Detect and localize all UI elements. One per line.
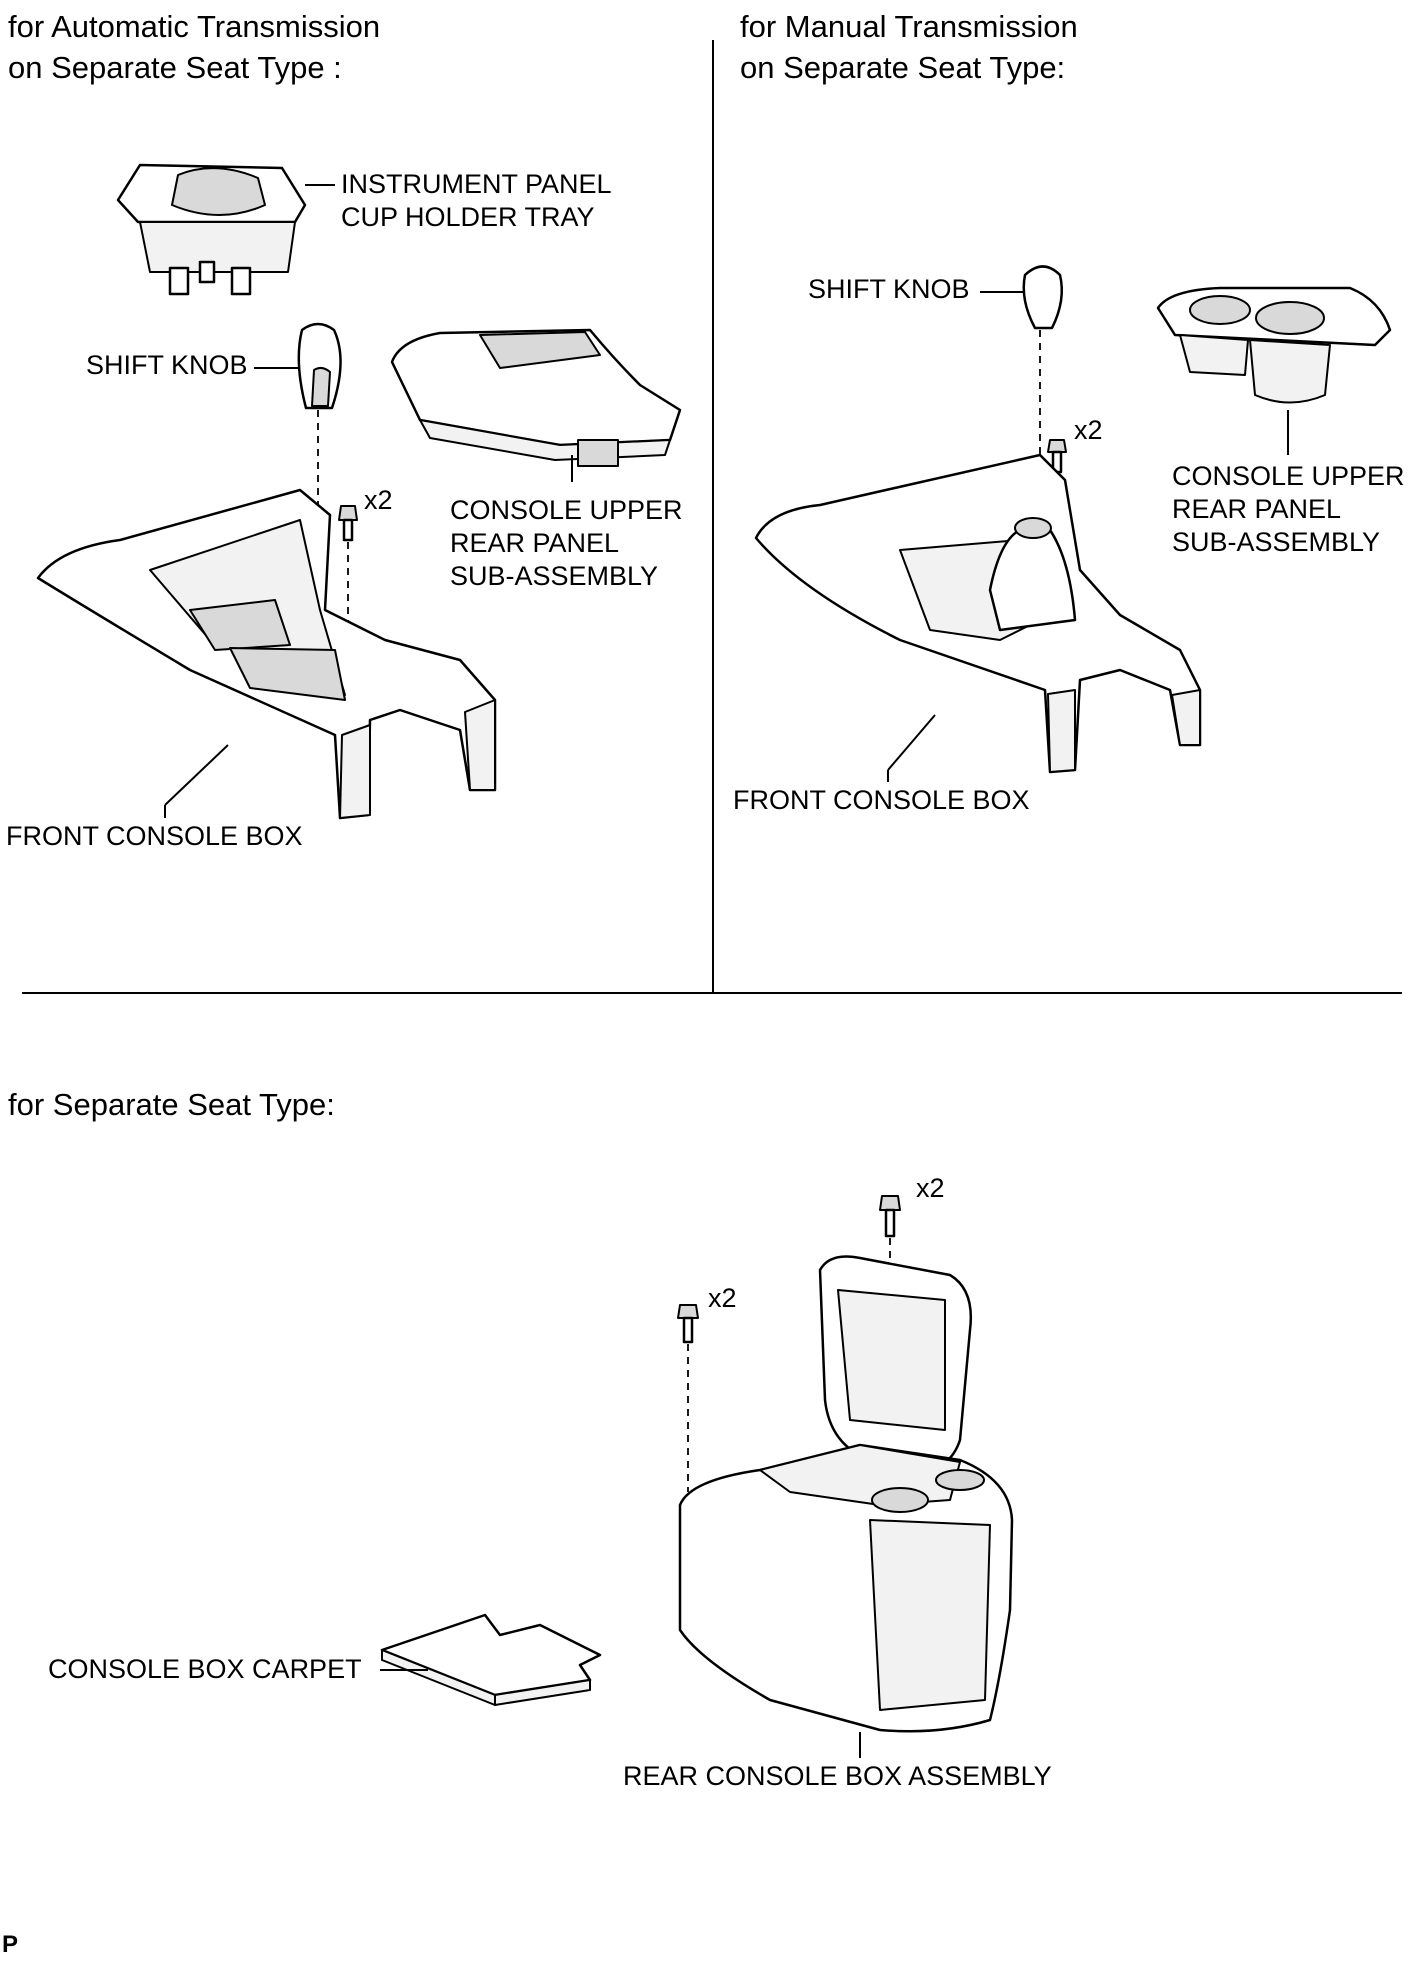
mt-front-box-label: FRONT CONSOLE BOX — [733, 785, 1030, 815]
rear-qty-left-label: x2 — [708, 1283, 737, 1313]
mt-upper-panel-label-2: REAR PANEL — [1172, 494, 1342, 524]
at-cup-holder-label-1: INSTRUMENT PANEL — [341, 169, 612, 199]
mt-upper-panel-label-3: SUB-ASSEMBLY — [1172, 527, 1381, 557]
at-shift-knob-label: SHIFT KNOB — [86, 350, 248, 380]
rear-box-label: REAR CONSOLE BOX ASSEMBLY — [623, 1761, 1052, 1791]
at-upper-panel-label-1: CONSOLE UPPER — [450, 495, 683, 525]
at-header-line1: for Automatic Transmission — [8, 9, 381, 44]
at-front-console-box-drawing — [36, 488, 497, 820]
mt-header-line1: for Manual Transmission — [740, 9, 1078, 44]
console-box-carpet-drawing — [380, 1613, 602, 1706]
mt-header-line2: on Separate Seat Type: — [740, 50, 1066, 85]
at-upper-panel-label-2: REAR PANEL — [450, 528, 620, 558]
at-qty-label: x2 — [364, 485, 393, 515]
rear-header: for Separate Seat Type: — [8, 1087, 335, 1122]
at-upper-panel-drawing — [390, 328, 682, 482]
at-shift-knob-drawing — [254, 322, 342, 690]
mt-qty-label: x2 — [1074, 415, 1103, 445]
mt-upper-panel-label-1: CONSOLE UPPER — [1172, 461, 1405, 491]
rear-console-box-drawing — [677, 1195, 1014, 1758]
carpet-label: CONSOLE BOX CARPET — [48, 1654, 362, 1684]
corner-mark: P — [2, 1931, 19, 1958]
at-upper-panel-label-3: SUB-ASSEMBLY — [450, 561, 659, 591]
rear-qty-top-label: x2 — [916, 1173, 945, 1203]
at-front-box-label: FRONT CONSOLE BOX — [6, 821, 303, 851]
at-header-line2: on Separate Seat Type : — [8, 50, 342, 85]
at-cup-holder-label-2: CUP HOLDER TRAY — [341, 202, 595, 232]
mt-front-console-box-drawing — [754, 453, 1202, 782]
mt-shift-knob-label: SHIFT KNOB — [808, 274, 970, 304]
at-cup-holder-tray-drawing — [116, 163, 335, 296]
mt-upper-panel-drawing — [1156, 286, 1392, 455]
